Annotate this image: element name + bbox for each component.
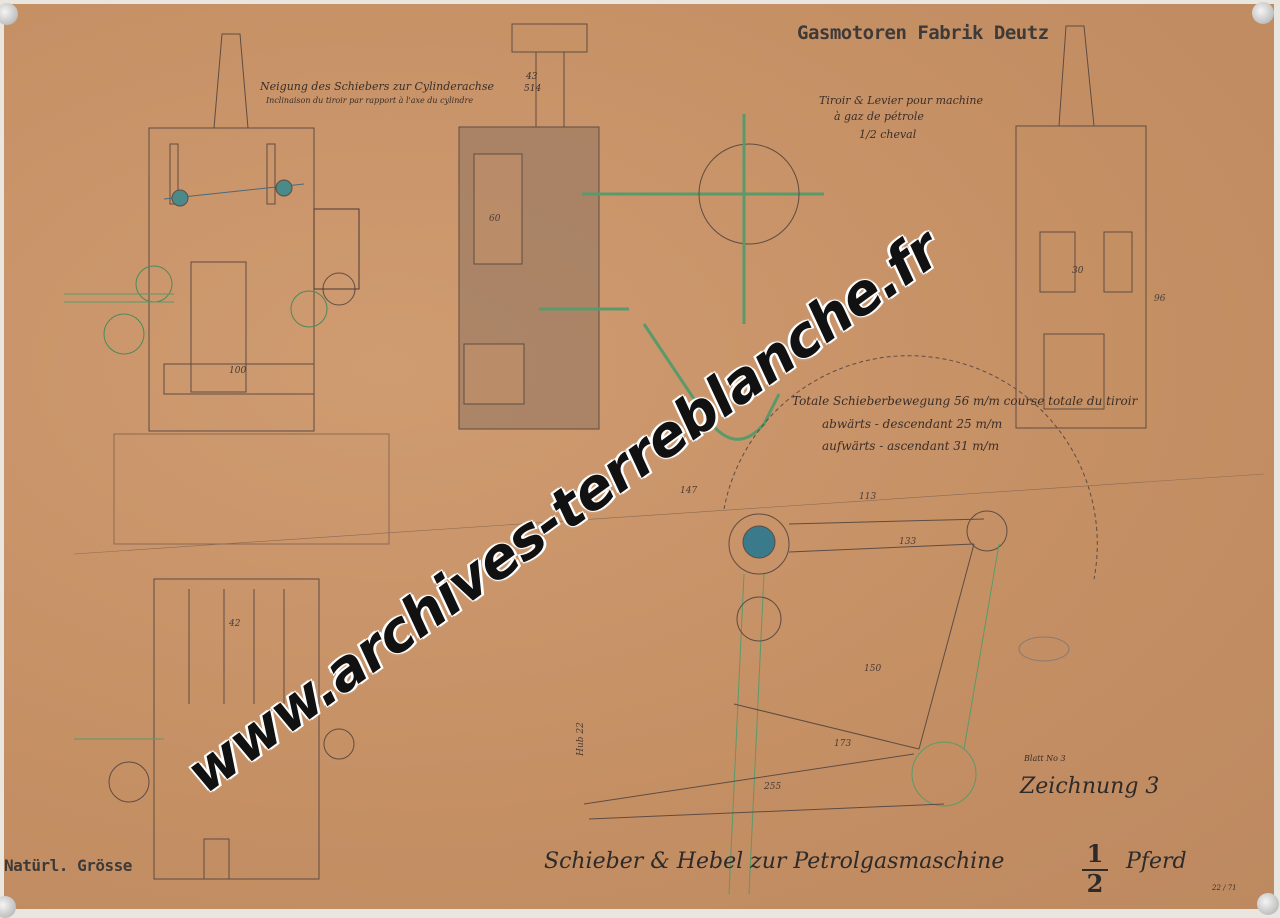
ratio-num: 43 [526,72,538,82]
french-note-line2: à gaz de pétrole [834,110,924,123]
dim-label: 30 [1072,266,1084,276]
drawing-sheet: Gasmotoren Fabrik Deutz Tiroir & Levier … [4,4,1274,909]
blank-frame [113,433,390,545]
sheet-number-small: Blatt No 3 [1024,754,1066,763]
pushpin-icon [0,896,16,918]
valve-section-view [458,23,824,441]
french-note-line1: Tiroir & Levier pour machine [819,94,983,107]
corner-mark: 22 / 71 [1212,884,1237,892]
dim-label: 173 [834,739,852,749]
drawing-number: Zeichnung 3 [1020,774,1160,799]
scale-note: Natürl. Grösse [4,856,132,875]
travel-up: aufwärts - ascendant 31 m/m [822,439,1000,453]
slide-valve-side-view [1015,25,1147,429]
fraction-numerator: 1 [1086,839,1104,868]
dim-label: 100 [229,366,247,376]
travel-total: Totale Schieberbewegung 56 m/m course to… [792,394,1138,408]
slide-valve-top-view [64,33,360,432]
fraction-bar [1082,869,1108,871]
pushpin-icon [1257,893,1279,915]
slide-valve-bottom-view [74,578,355,880]
french-note-line3: 1/2 cheval [859,128,917,141]
travel-down: abwärts - descendant 25 m/m [822,417,1003,431]
dim-label: 147 [680,486,698,496]
technical-drawing [64,23,1265,895]
inclination-note-fr: Inclinaison du tiroir par rapport à l'ax… [266,96,474,105]
dim-label: Hub 22 [575,722,586,756]
dim-label: 113 [859,492,877,502]
main-title: Schieber & Hebel zur Petrolgasmaschine [544,849,1005,874]
dim-label: 60 [489,214,501,224]
pushpin-icon [0,3,18,25]
inclination-note: Neigung des Schiebers zur Cylinderachse [260,80,495,93]
fraction-denominator: 2 [1086,869,1104,898]
ratio-den: 514 [524,84,542,94]
pushpin-icon [1252,2,1274,24]
dim-label: 150 [864,664,882,674]
dim-label: 96 [1154,294,1166,304]
unit-label: Pferd [1126,849,1187,874]
dim-label: 42 [229,619,241,629]
dim-label: 133 [899,537,917,547]
lever-mechanism [583,355,1098,895]
dim-label: 255 [764,782,782,792]
stamp [1018,636,1070,662]
company-header: Gasmotoren Fabrik Deutz [797,22,1049,44]
